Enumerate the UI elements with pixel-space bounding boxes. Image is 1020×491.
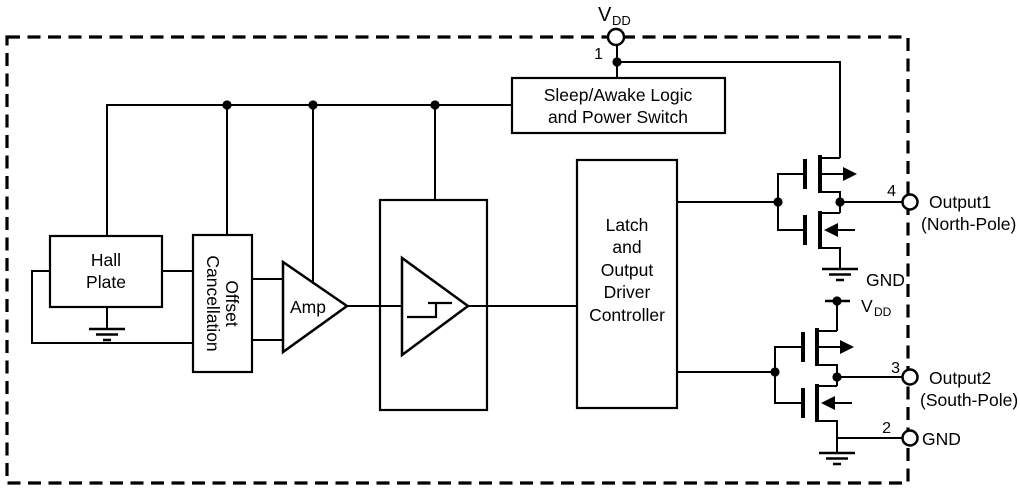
hall-plate-label-line1: Hall: [91, 250, 121, 270]
sleep-awake-block: [510, 76, 727, 135]
junction-dot: [222, 100, 232, 110]
pin-number-1: 1: [594, 46, 603, 63]
latch-label-line4: Driver: [604, 282, 651, 302]
amp-triangle: [281, 259, 350, 355]
mosfet-arrow-out-icon: [840, 340, 854, 354]
latch-label-line3: Output: [601, 260, 654, 280]
junction-dot: [308, 100, 318, 110]
pin-terminal-vdd: [606, 27, 626, 47]
ground-icon-output1: [822, 267, 858, 282]
schmitt-trigger-triangle: [400, 255, 471, 358]
junction-dots: [222, 57, 845, 382]
ic-boundary: [5, 35, 910, 485]
hall-plate-block: [48, 234, 164, 309]
wire-hall-wraparound: [31, 270, 193, 344]
source-to-gnd: [820, 247, 841, 268]
latch-controller-block: [575, 158, 679, 410]
junction-dot: [430, 100, 440, 110]
output2-label: Output2: [929, 368, 991, 388]
junction-dot: [832, 296, 842, 306]
latch-label-line5: Controller: [589, 305, 665, 325]
offset-cancellation-block: [191, 233, 254, 374]
latch-label-line1: Latch: [606, 215, 649, 235]
ground-icon-hall: [89, 327, 125, 342]
vdd-label-output2-subscript: DD: [874, 305, 892, 319]
output1-polarity-label: (North-Pole): [921, 214, 1016, 234]
gnd-pin-label: GND: [922, 429, 961, 449]
gnd-label-output1-stage: GND: [866, 270, 905, 290]
output1-label: Output1: [929, 192, 991, 212]
junction-dot: [835, 197, 845, 207]
hysteresis-icon: [407, 301, 452, 319]
hall-plate-label-line2: Plate: [86, 272, 126, 292]
junction-dot: [612, 57, 622, 67]
sleep-awake-label-line1: Sleep/Awake Logic: [544, 85, 693, 105]
pin-number-4: 4: [887, 183, 896, 200]
mosfet-arrow-in-icon: [821, 396, 835, 410]
pin-terminal-gnd: [901, 429, 919, 447]
mosfet-arrow-in-icon: [824, 223, 838, 237]
junction-dot: [770, 367, 780, 377]
sleep-awake-label-line2: and Power Switch: [548, 107, 688, 127]
output2-driver: [774, 299, 902, 466]
junction-dot: [773, 197, 783, 207]
source-to-gnd: [817, 420, 838, 452]
offset-cancellation-label: Offset Cancellation: [203, 255, 242, 351]
vdd-pin-label-subscript: DD: [612, 13, 631, 28]
offset-cancellation-line2: Cancellation: [203, 255, 223, 351]
pin-number-3: 3: [891, 360, 900, 377]
offset-cancellation-line1: Offset: [222, 280, 242, 327]
junction-dot: [832, 372, 842, 382]
mosfet-arrow-out-icon: [843, 167, 857, 181]
latch-label-line2: and: [612, 237, 641, 257]
vdd-label-output2-stage: V: [861, 296, 873, 316]
output1-driver: [777, 155, 902, 282]
pin-terminal-output2: [901, 368, 919, 386]
amp-label: Amp: [290, 297, 326, 317]
vdd-pin-label: V: [598, 4, 612, 26]
gate-connector: [774, 346, 803, 404]
wire-vdd-bus: [106, 104, 512, 236]
output2-polarity-label: (South-Pole): [920, 390, 1018, 410]
ground-icon-output2: [819, 451, 855, 466]
pin-terminal-output1: [901, 193, 919, 211]
wires: [31, 45, 841, 373]
wire-vdd-rail-output1: [617, 61, 841, 158]
pin-number-2: 2: [882, 420, 891, 437]
